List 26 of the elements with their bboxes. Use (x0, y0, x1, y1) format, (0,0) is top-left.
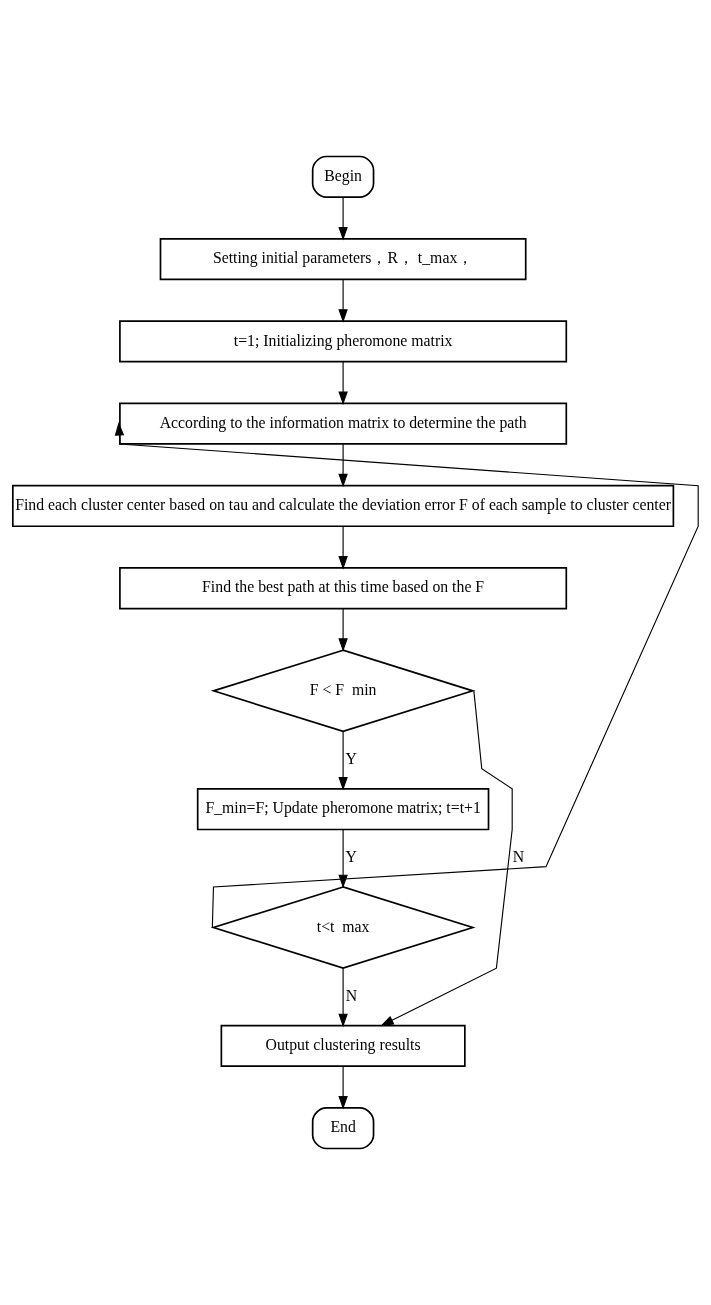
arrow (338, 731, 348, 791)
node-box: Output clustering results (220, 1024, 466, 1068)
node-diamond: t<t max (210, 886, 476, 969)
arrow (338, 443, 348, 488)
node-box: End (311, 1107, 375, 1150)
arrow (338, 196, 348, 241)
node-box: Find the best path at this time based on the F (119, 567, 568, 610)
arrow (338, 1065, 348, 1110)
arrow (338, 525, 348, 570)
node-box: F_min=F; Update pheromone matrix; t=t+1 (196, 788, 490, 831)
node-box: t=1; Initializing pheromone matrix (119, 320, 568, 363)
arrow (338, 279, 348, 323)
arrow (338, 361, 348, 406)
node-box: Find each cluster center based on tau and calculate the deviation error F of each sample to cluster center (11, 484, 675, 528)
arrow (338, 967, 348, 1028)
node-box: According to the information matrix to determine the path (119, 402, 568, 445)
edge-label: N (512, 848, 525, 866)
arrow (114, 421, 699, 929)
arrow (380, 690, 513, 1027)
node-diamond: F < F min (210, 649, 476, 733)
edge-label: Y (345, 750, 357, 768)
node-box: Begin (311, 155, 375, 198)
edge-label: N (345, 987, 358, 1005)
node-box: Setting initial parameters，R， t_max， (159, 237, 527, 281)
arrow (338, 608, 348, 652)
edge-label: Y (345, 848, 357, 866)
